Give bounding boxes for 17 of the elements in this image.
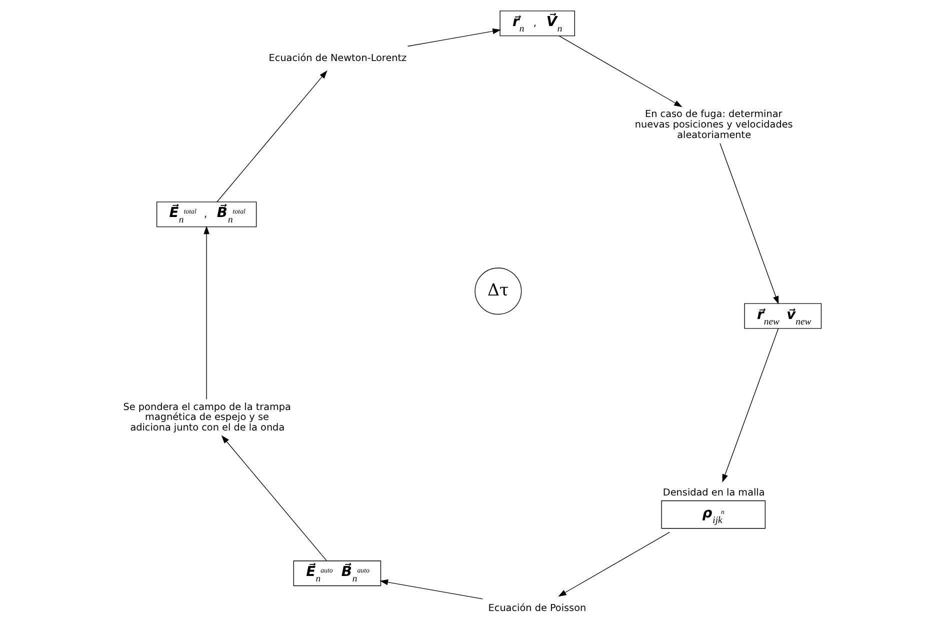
- node-circle: Δτ: [474, 268, 522, 315]
- arrow: [722, 328, 779, 482]
- arrow: [380, 579, 484, 600]
- arrow: [221, 435, 328, 562]
- arrow: [407, 28, 501, 47]
- node-box: r⃗$_{n}$ , V⃗$_{n}$: [500, 10, 575, 36]
- node-label: Densidad en la malla: [662, 487, 765, 498]
- arrow: [216, 70, 328, 202]
- node-box: r⃗$_{new}$ v⃗$_{new}$: [744, 303, 822, 329]
- node-text: Se pondera el campo de la trampa magnética de espejo y se adiciona junto con el de la onda: [123, 402, 291, 434]
- node-text: En caso de fuga: determinar nuevas posiciones y velocidades aleatoriamente: [634, 109, 793, 141]
- arrow: [204, 226, 210, 400]
- node-text: Ecuación de Poisson: [488, 603, 586, 614]
- arrow: [720, 142, 779, 304]
- arrow: [558, 36, 682, 108]
- arrow: [558, 532, 670, 597]
- node-text: Ecuación de Newton-Lorentz: [268, 53, 407, 64]
